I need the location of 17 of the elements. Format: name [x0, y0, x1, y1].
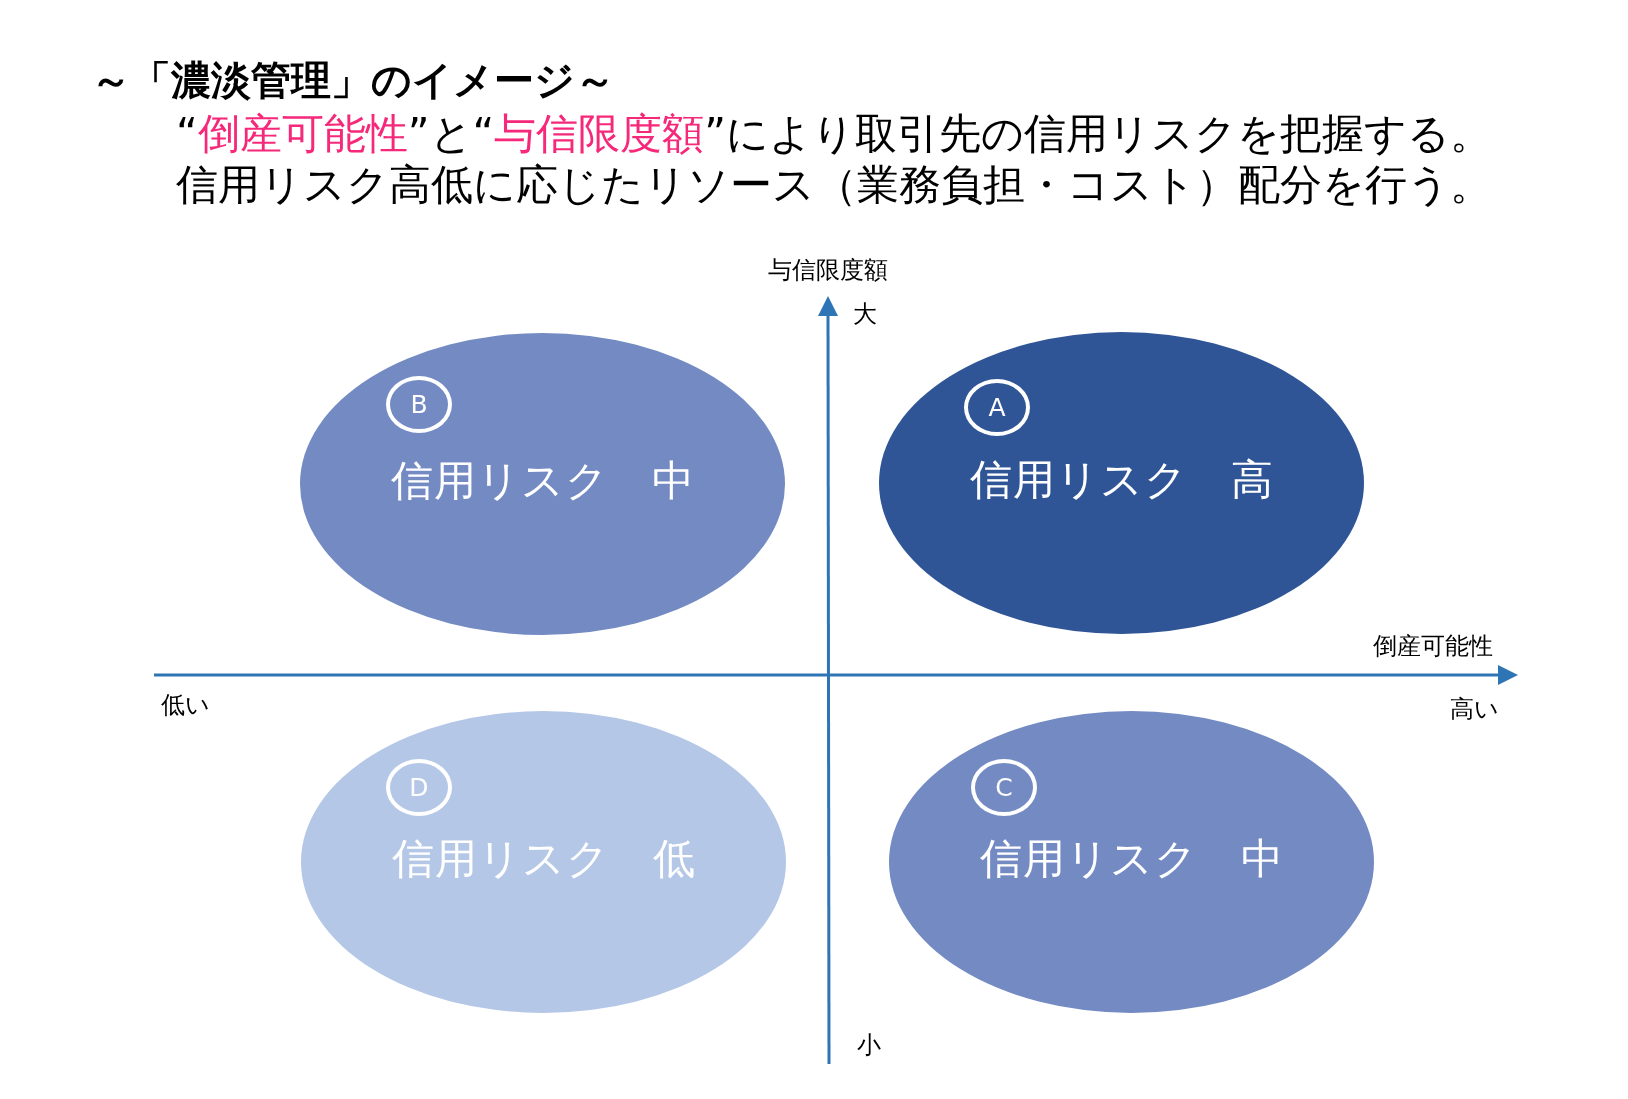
- description-text: “倒産可能性”と“与信限度額”により取引先の信用リスクを把握する。: [176, 113, 1493, 155]
- description-text: 信用リスク高低に応じたリソース（業務負担・コスト）配分を行う。: [176, 164, 1492, 206]
- risk-level-label: 信用リスク 中: [979, 838, 1284, 880]
- circled-letter: D: [386, 759, 452, 816]
- axis-end-label: 大: [853, 302, 877, 326]
- circled-letter: B: [386, 376, 452, 433]
- circled-letter: A: [964, 379, 1030, 436]
- axis-end-label: 小: [857, 1033, 881, 1057]
- axis-end-label: 高い: [1450, 697, 1499, 721]
- axis-title: 倒産可能性: [1373, 634, 1493, 658]
- axis-end-label: 低い: [161, 693, 210, 717]
- title: ～「濃淡管理」のイメージ～: [91, 60, 615, 100]
- risk-level-label: 信用リスク 高: [969, 459, 1274, 501]
- axis-title: 与信限度額: [768, 258, 888, 282]
- risk-level-label: 信用リスク 中: [390, 460, 695, 502]
- circled-letter: C: [971, 759, 1037, 816]
- risk-level-label: 信用リスク 低: [391, 838, 696, 880]
